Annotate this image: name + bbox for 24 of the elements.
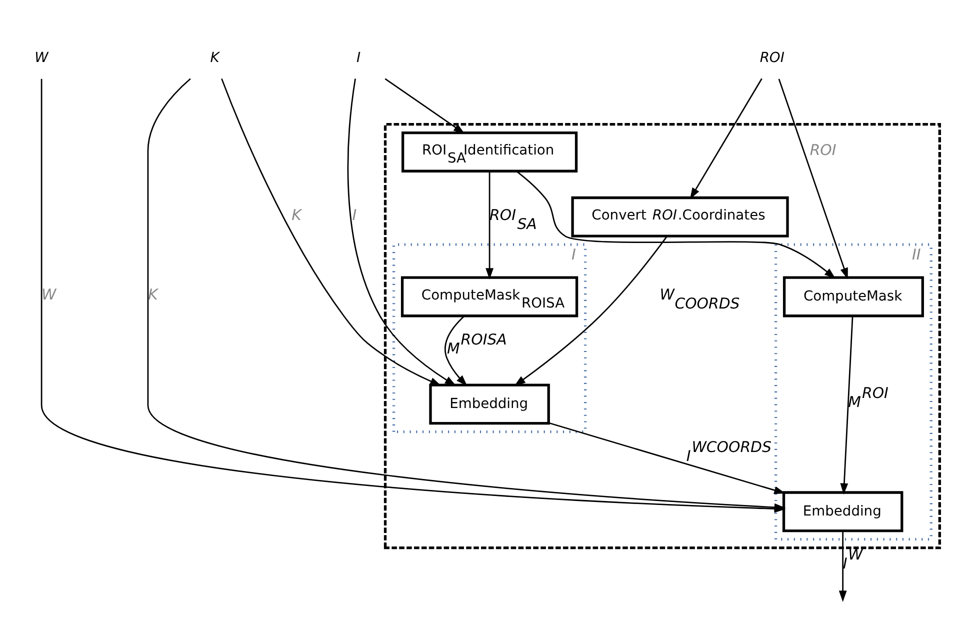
node-text: I [356,49,361,66]
edge-label: W [42,285,56,304]
edge-label: I [352,205,357,224]
node-text: K [210,49,220,66]
arrow [486,170,494,279]
arrow [838,530,847,602]
node-text: W [34,49,48,66]
arrow [778,78,848,279]
arrow [221,78,442,386]
arrow [516,170,836,278]
node-box: Embedding [782,490,904,532]
arrow [384,78,465,134]
node-box: Convert ROI.Coordinates [571,196,789,237]
edge-label: K [292,205,302,224]
arrow [514,235,668,386]
arrow [840,315,854,494]
node-box: ComputeMask [782,276,924,317]
arrow [690,78,762,199]
node-box: Embedding [429,383,550,424]
arrow [347,78,456,386]
edge-label: ROI [810,140,836,158]
node-text: ROI [760,49,784,66]
arrow [444,315,468,386]
arrow [548,422,786,494]
